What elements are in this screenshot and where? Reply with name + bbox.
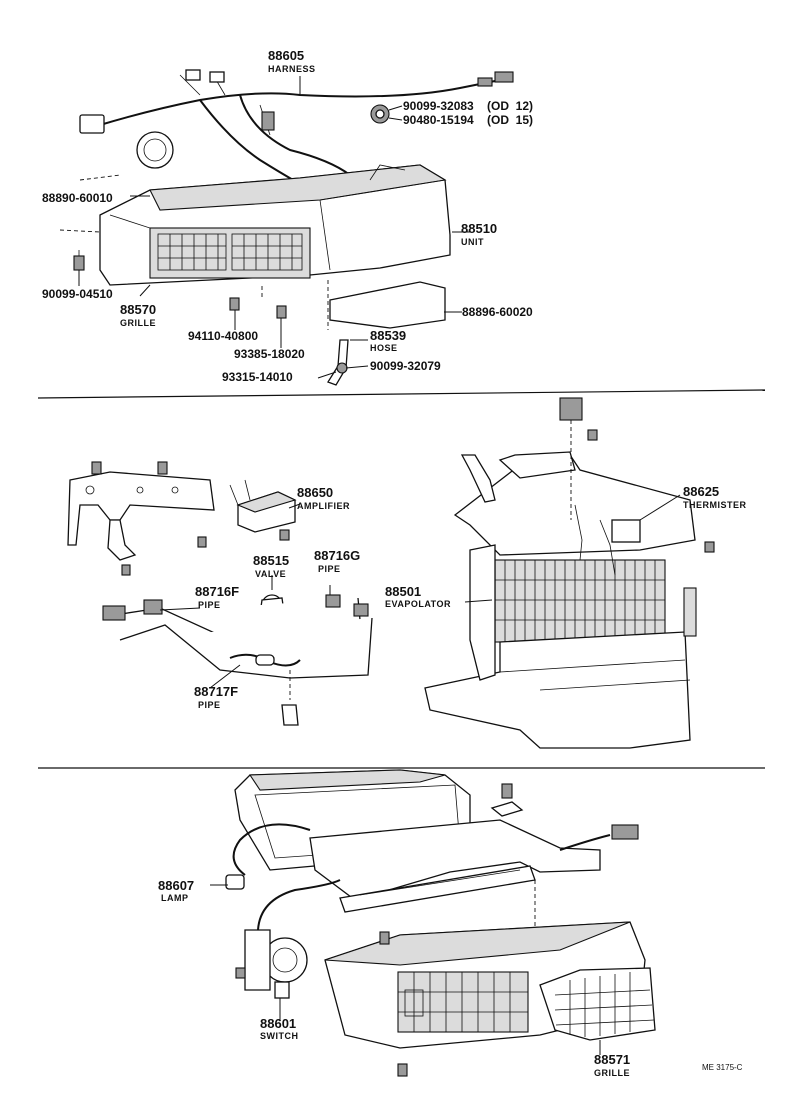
callout-part-name: PIPE [198,700,221,710]
callout-part-name: SWITCH [260,1031,299,1041]
callout-part-number: 90480-15194 [403,113,474,127]
middle-assembly-drawing [67,397,715,749]
callout-part-number: 88896-60020 [462,305,533,319]
callout-part-number: 93385-18020 [234,347,305,361]
callout-part-name: PIPE [198,600,221,610]
callout-part-number: 88510 [461,221,497,236]
callout-part-name: (OD 15) [487,113,533,127]
top-assembly-drawing [59,69,514,386]
bottom-assembly-drawing [225,769,656,1077]
callout-part-number: 94110-40800 [188,329,258,343]
callout-part-number: 90099-32079 [370,359,441,373]
callout-part-number: 88501 [385,584,421,599]
callout-part-number: 88625 [683,484,719,499]
callout-part-number: 88890-60010 [42,191,113,205]
callouts-top: 88605 HARNESS 90099-32083 (OD 12) 90480-… [42,48,533,384]
callout-part-number: 90099-04510 [42,287,113,301]
leader-lines [78,76,681,1055]
callout-part-name: AMPLIFIER [297,501,350,511]
callout-part-number: 88571 [594,1052,630,1067]
callout-part-name: GRILLE [120,318,156,328]
callout-part-number: 88605 [268,48,304,63]
callout-part-name: HARNESS [268,64,316,74]
callout-part-number: 88515 [253,553,289,568]
callout-part-number: 88539 [370,328,406,343]
callout-part-number: 88607 [158,878,194,893]
callout-part-name: HOSE [370,343,398,353]
callout-part-number: 88716G [314,548,360,563]
callout-part-name: LAMP [161,893,189,903]
callout-part-name: GRILLE [594,1068,630,1078]
callout-part-name: VALVE [255,569,286,579]
drawing-reference-code: ME 3175-C [702,1063,743,1072]
callout-part-number: 88716F [195,584,239,599]
callouts-bottom: 88607 LAMP 88601 SWITCH 88571 GRILLE [158,878,630,1078]
callout-part-name: PIPE [318,564,341,574]
callout-part-number: 88601 [260,1016,296,1031]
callout-part-number: 90099-32083 [403,99,474,113]
callout-part-name: EVAPOLATOR [385,599,451,609]
callout-part-name: UNIT [461,237,484,247]
callout-part-number: 88570 [120,302,156,317]
callout-part-number: 88717F [194,684,238,699]
callout-part-number: 93315-14010 [222,370,293,384]
section-divider-1 [37,389,766,399]
callout-part-name: THERMISTER [683,500,747,510]
callout-part-number: 88650 [297,485,333,500]
callouts-middle: 88650 AMPLIFIER 88625 THERMISTER 88515 V… [194,484,747,710]
callout-part-name: (OD 12) [487,99,533,113]
